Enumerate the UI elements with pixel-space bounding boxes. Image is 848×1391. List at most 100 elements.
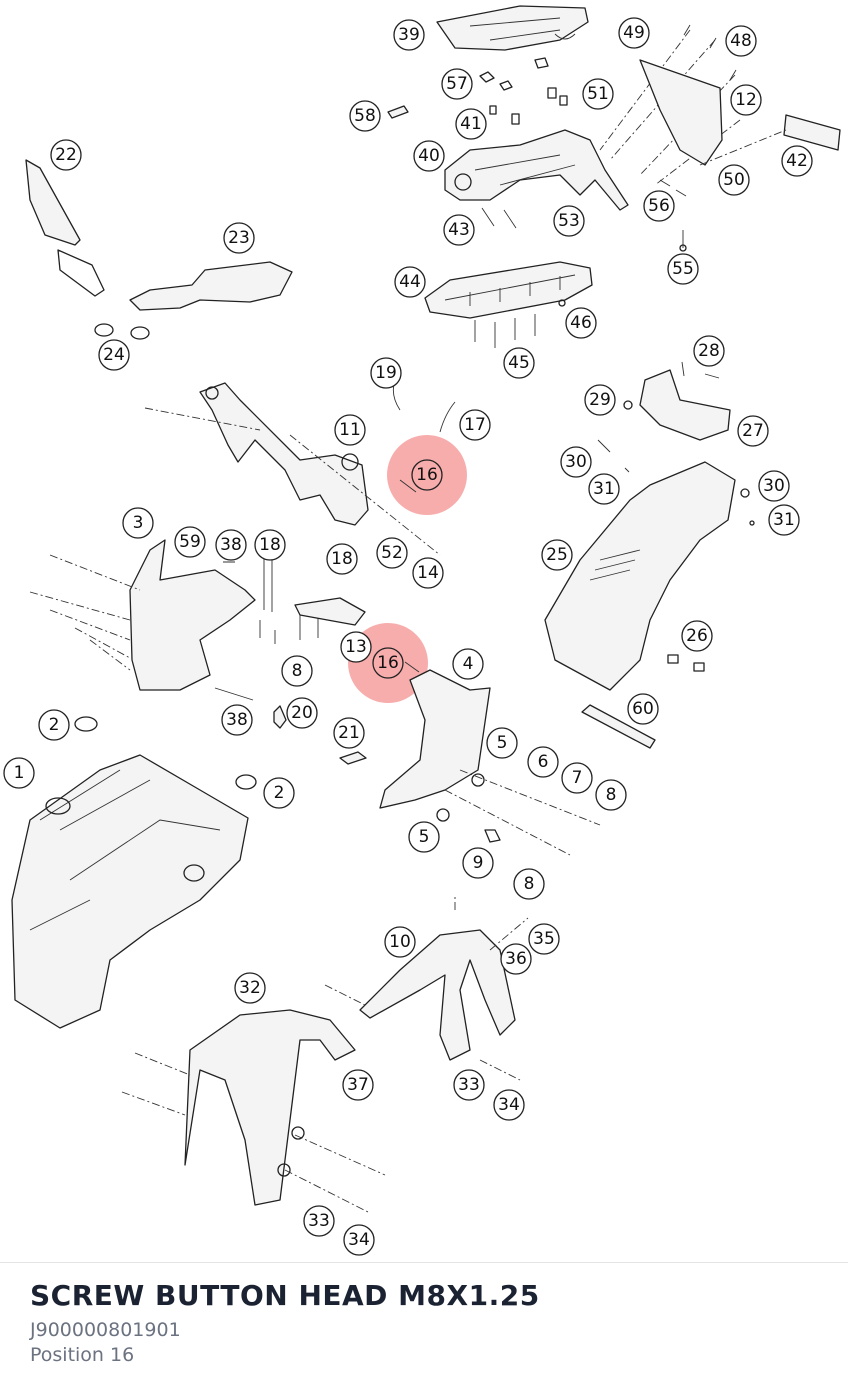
callout-label: 8 [524,874,535,894]
callout-52[interactable]: 52 [376,537,408,569]
callout-4[interactable]: 4 [452,648,484,680]
callout-18[interactable]: 18 [254,529,286,561]
callout-9[interactable]: 9 [462,847,494,879]
front-fairing-group [11,716,257,1029]
callout-5[interactable]: 5 [486,727,518,759]
tail-frame-group [387,5,841,252]
battery-tray-group [424,261,593,348]
callout-45[interactable]: 45 [503,347,535,379]
callout-10[interactable]: 10 [384,926,416,958]
callout-16-upper[interactable]: 16 [411,459,443,491]
callout-55[interactable]: 55 [667,253,699,285]
callout-38-lower[interactable]: 38 [221,704,253,736]
callout-37[interactable]: 37 [342,1069,374,1101]
callout-label: 52 [381,543,403,563]
callout-label: 11 [339,420,361,440]
callout-24[interactable]: 24 [98,339,130,371]
callout-31[interactable]: 31 [588,473,620,505]
callout-33-lower[interactable]: 33 [303,1205,335,1237]
part-11-mount-right [341,453,359,471]
callout-58[interactable]: 58 [349,100,381,132]
part-48-axis-lines [599,29,741,186]
callout-7[interactable]: 7 [561,762,593,794]
callout-26[interactable]: 26 [681,620,713,652]
callout-label: 18 [331,549,353,569]
callout-13[interactable]: 13 [340,631,372,663]
part-32-axis-lines [121,1052,386,1214]
callout-43[interactable]: 43 [443,214,475,246]
callout-33[interactable]: 33 [453,1069,485,1101]
callout-49[interactable]: 49 [618,17,650,49]
callouts: 39 49 48 57 58 41 51 12 42 40 50 56 53 4… [3,17,813,1256]
callout-8-right[interactable]: 8 [595,779,627,811]
callout-25[interactable]: 25 [541,539,573,571]
callout-39[interactable]: 39 [393,19,425,51]
callout-16-lower[interactable]: 16 [372,647,404,679]
callout-22[interactable]: 22 [50,139,82,171]
callout-34[interactable]: 34 [493,1089,525,1121]
part-11-axis-lines [144,407,441,556]
callout-1[interactable]: 1 [3,757,35,789]
callout-48[interactable]: 48 [725,25,757,57]
callout-11[interactable]: 11 [334,414,366,446]
callout-32[interactable]: 32 [234,972,266,1004]
callout-42[interactable]: 42 [781,145,813,177]
part-name: SCREW BUTTON HEAD M8X1.25 [30,1279,540,1312]
callout-5-lower[interactable]: 5 [408,821,440,853]
callout-41[interactable]: 41 [455,108,487,140]
part-31-washer [749,520,755,526]
callout-12[interactable]: 12 [730,84,762,116]
callout-19[interactable]: 19 [370,357,402,389]
callout-40[interactable]: 40 [413,140,445,172]
part-4-axis-lines [444,769,601,856]
front-bracket-group [144,379,456,556]
callout-label: 38 [220,535,242,555]
callout-8-lower[interactable]: 8 [513,868,545,900]
callout-29[interactable]: 29 [584,384,616,416]
callout-8[interactable]: 8 [281,655,313,687]
callout-20[interactable]: 20 [286,697,318,729]
headlight-bracket-group [29,539,367,765]
callout-38[interactable]: 38 [215,529,247,561]
part-43-screws [481,207,517,229]
callout-label: 3 [133,513,144,533]
callout-label: 39 [398,25,420,45]
part-4-shape [379,669,491,809]
callout-3[interactable]: 3 [122,507,154,539]
callout-label: 22 [55,145,77,165]
callout-34-lower[interactable]: 34 [343,1224,375,1256]
callout-30-right[interactable]: 30 [758,470,790,502]
callout-18-right[interactable]: 18 [326,543,358,575]
callout-31-right[interactable]: 31 [768,504,800,536]
part-info-panel: SCREW BUTTON HEAD M8X1.25 J900000801901 … [0,1262,848,1391]
callout-60[interactable]: 60 [627,693,659,725]
callout-51[interactable]: 51 [582,78,614,110]
callout-2[interactable]: 2 [38,709,70,741]
callout-23[interactable]: 23 [223,222,255,254]
callout-46[interactable]: 46 [565,307,597,339]
callout-50[interactable]: 50 [718,164,750,196]
callout-label: 1 [14,763,25,783]
part-45-screws [474,314,536,348]
callout-35[interactable]: 35 [528,923,560,955]
callout-label: 16 [416,465,438,485]
part-28-detail [681,361,720,379]
callout-44[interactable]: 44 [394,266,426,298]
callout-label: 20 [291,703,313,723]
callout-30[interactable]: 30 [560,446,592,478]
callout-label: 51 [587,84,609,104]
callout-59[interactable]: 59 [174,526,206,558]
callout-6[interactable]: 6 [527,746,559,778]
callout-57[interactable]: 57 [441,68,473,100]
rear-hugger-group [544,361,755,749]
callout-28[interactable]: 28 [693,335,725,367]
callout-53[interactable]: 53 [553,205,585,237]
callout-27[interactable]: 27 [737,415,769,447]
callout-2-right[interactable]: 2 [263,777,295,809]
callout-21[interactable]: 21 [333,717,365,749]
callout-56[interactable]: 56 [643,190,675,222]
callout-14[interactable]: 14 [412,557,444,589]
callout-17[interactable]: 17 [459,409,491,441]
callout-36[interactable]: 36 [500,943,532,975]
part-1-shape [11,754,249,1029]
